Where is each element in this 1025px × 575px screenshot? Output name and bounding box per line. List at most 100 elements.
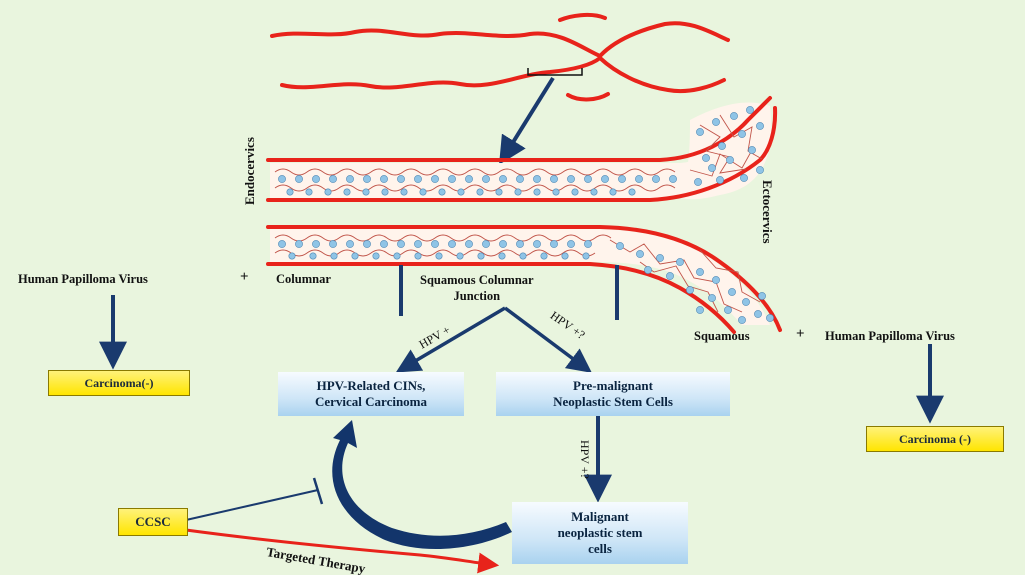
- cell-dot: [656, 254, 663, 261]
- cell-dot: [436, 253, 442, 259]
- ccsc-text: CCSC: [135, 514, 170, 530]
- cell-dot: [591, 189, 597, 195]
- cell-dot: [618, 175, 625, 182]
- scj-label: Squamous Columnar Junction: [420, 272, 534, 305]
- cell-dot: [499, 240, 506, 247]
- cell-dot: [550, 240, 557, 247]
- cell-dot: [644, 266, 651, 273]
- cell-dot: [457, 253, 463, 259]
- cell-dot: [686, 286, 693, 293]
- cell-dot: [289, 253, 295, 259]
- cell-dot: [696, 268, 703, 275]
- cell-dot: [499, 253, 505, 259]
- cell-dot: [380, 240, 387, 247]
- cell-dot: [572, 189, 578, 195]
- cell-dot: [708, 164, 715, 171]
- cell-dot: [329, 175, 336, 182]
- cell-dot: [652, 175, 659, 182]
- ccsc-inhibition-line: [186, 490, 318, 520]
- cell-dot: [465, 240, 472, 247]
- cell-dot: [482, 175, 489, 182]
- cell-dot: [550, 175, 557, 182]
- cell-dot: [766, 314, 773, 321]
- columnar-label: Columnar: [276, 272, 331, 287]
- carcinoma-right-box: Carcinoma (-): [866, 426, 1004, 452]
- cell-dot: [310, 253, 316, 259]
- cell-dot: [534, 189, 540, 195]
- plus-left-label: +: [240, 269, 249, 286]
- cell-dot: [676, 258, 683, 265]
- endocervix-label: Endocervics: [242, 115, 258, 205]
- cell-dot: [448, 240, 455, 247]
- cell-dot: [718, 142, 725, 149]
- cell-dot: [278, 240, 285, 247]
- hpv-right-label: Human Papilloma Virus: [825, 329, 1025, 344]
- cell-dot: [666, 272, 673, 279]
- cell-dot: [477, 189, 483, 195]
- cell-dot: [712, 276, 719, 283]
- cell-dot: [583, 253, 589, 259]
- cell-dot: [712, 118, 719, 125]
- cell-dot: [278, 175, 285, 182]
- cell-dot: [730, 112, 737, 119]
- cell-dot: [696, 306, 703, 313]
- cell-dot: [616, 242, 623, 249]
- cell-dot: [533, 175, 540, 182]
- cell-dot: [325, 189, 331, 195]
- cell-dot: [295, 175, 302, 182]
- cell-dot: [740, 174, 747, 181]
- squamous-label: Squamous: [694, 329, 750, 344]
- cell-dot: [601, 175, 608, 182]
- hpv-cins-box: HPV-Related CINs, Cervical Carcinoma: [278, 372, 464, 416]
- cell-dot: [726, 156, 733, 163]
- malignant-box: Malignant neoplastic stem cells: [512, 502, 688, 564]
- cell-dot: [415, 253, 421, 259]
- cell-dot: [584, 240, 591, 247]
- cell-dot: [520, 253, 526, 259]
- cell-dot: [401, 189, 407, 195]
- cell-dot: [397, 175, 404, 182]
- cell-dot: [728, 288, 735, 295]
- cell-dot: [346, 240, 353, 247]
- cell-dot: [382, 189, 388, 195]
- cell-dot: [414, 175, 421, 182]
- cell-dot: [448, 175, 455, 182]
- cell-dot: [295, 240, 302, 247]
- uterus-outline: [272, 15, 728, 99]
- cell-dot: [363, 175, 370, 182]
- cell-dot: [669, 175, 676, 182]
- cell-dot: [352, 253, 358, 259]
- cell-dot: [397, 240, 404, 247]
- hpv-left-label: Human Papilloma Virus: [18, 272, 148, 287]
- cell-dot: [758, 292, 765, 299]
- cell-dot: [516, 175, 523, 182]
- cell-dot: [696, 128, 703, 135]
- cell-dot: [394, 253, 400, 259]
- cell-dot: [363, 189, 369, 195]
- cell-dot: [562, 253, 568, 259]
- hpv-cins-text: HPV-Related CINs, Cervical Carcinoma: [315, 378, 427, 411]
- cell-dot: [373, 253, 379, 259]
- cell-dot: [346, 175, 353, 182]
- cell-dot: [629, 189, 635, 195]
- cell-dot: [738, 130, 745, 137]
- cell-dot: [708, 294, 715, 301]
- cell-dot: [584, 175, 591, 182]
- cell-dot: [553, 189, 559, 195]
- malignant-text: Malignant neoplastic stem cells: [558, 509, 643, 558]
- cell-dot: [610, 189, 616, 195]
- cell-dot: [482, 240, 489, 247]
- cell-dot: [329, 240, 336, 247]
- cell-dot: [515, 189, 521, 195]
- cell-dot: [306, 189, 312, 195]
- cell-dot: [724, 306, 731, 313]
- cell-dot: [344, 189, 350, 195]
- cell-dot: [533, 240, 540, 247]
- cell-dot: [716, 176, 723, 183]
- cell-dot: [431, 240, 438, 247]
- cell-dot: [478, 253, 484, 259]
- cell-dot: [312, 175, 319, 182]
- cell-dot: [636, 250, 643, 257]
- cell-dot: [312, 240, 319, 247]
